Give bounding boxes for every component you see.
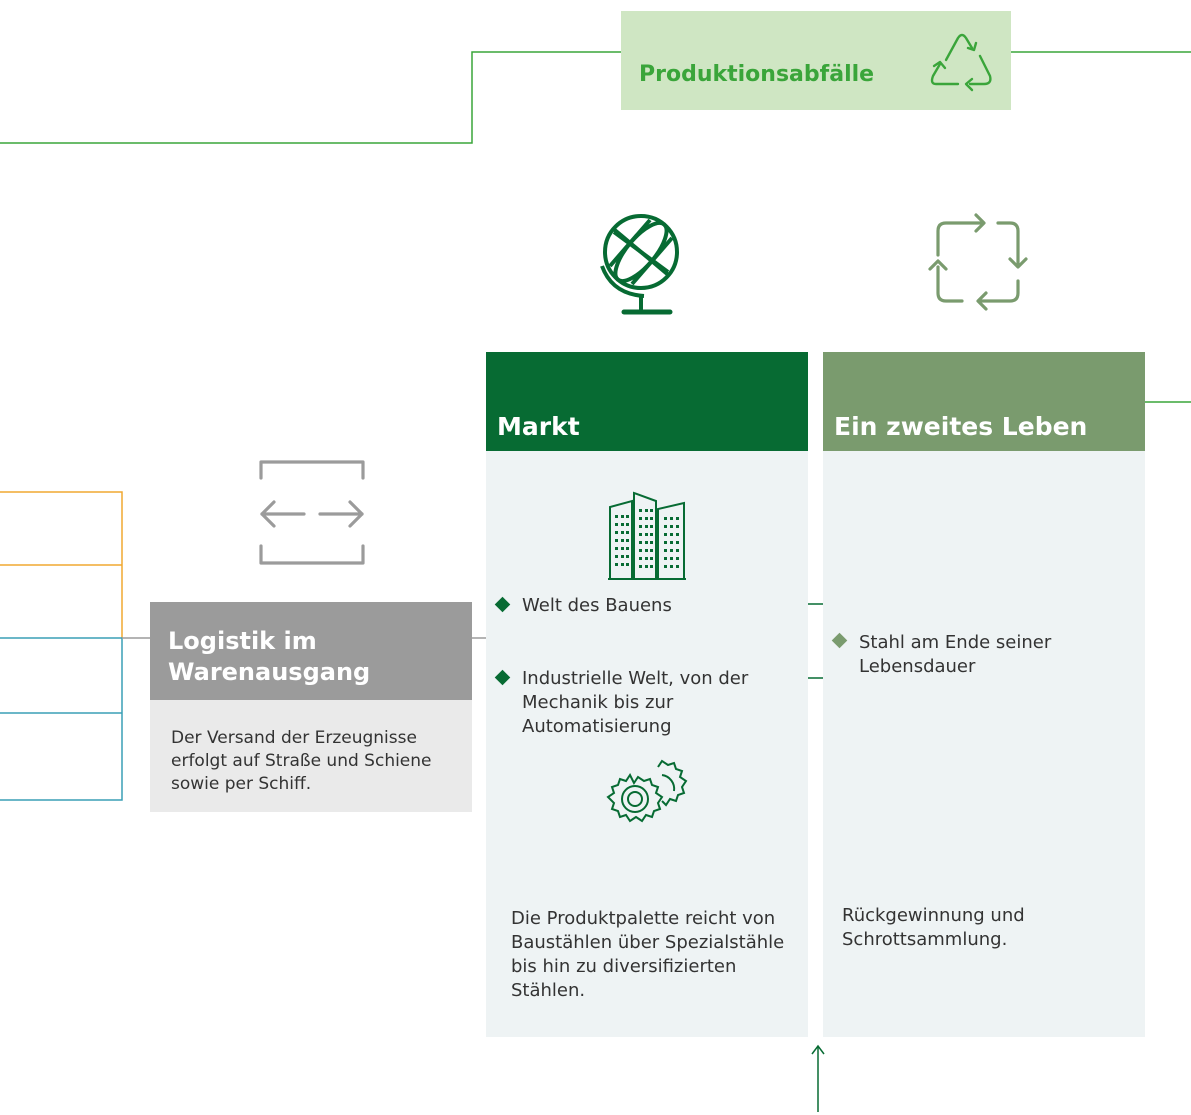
waste-label: Produktionsabfälle	[639, 62, 875, 87]
markt-description: Die Produktpalette reicht von Baustählen…	[511, 908, 785, 1001]
gears-icon	[606, 759, 688, 823]
globe-icon	[600, 214, 679, 315]
orange-line	[0, 491, 123, 638]
bottom-arrow-head	[811, 1044, 825, 1055]
buildings-icon	[608, 491, 686, 580]
logistik-description: Der Versand der Erzeugnisse erfolgt auf …	[171, 728, 432, 794]
markt-header: Markt	[486, 352, 808, 451]
logistik-header: Logistik im Warenausgang	[150, 602, 472, 700]
teal-line	[0, 637, 123, 801]
leben-item: Stahl am Ende seiner Lebensdauer	[859, 632, 1052, 677]
leben-description: Rückgewinnung und Schrottsammlung.	[842, 905, 1025, 950]
leben-header: Ein zweites Leben	[823, 352, 1145, 451]
leben-body	[823, 451, 1145, 1037]
logistik-body	[150, 700, 472, 812]
markt-item-industrie: Industrielle Welt, von der Mechanik bis …	[522, 668, 749, 737]
markt-body	[486, 451, 808, 1037]
markt-item-bauen: Welt des Bauens	[522, 595, 672, 616]
exchange-arrows-icon	[259, 460, 365, 565]
top-flow-line	[0, 51, 621, 144]
cycle-arrows-icon	[928, 213, 1028, 311]
recycle-icon	[930, 33, 992, 92]
